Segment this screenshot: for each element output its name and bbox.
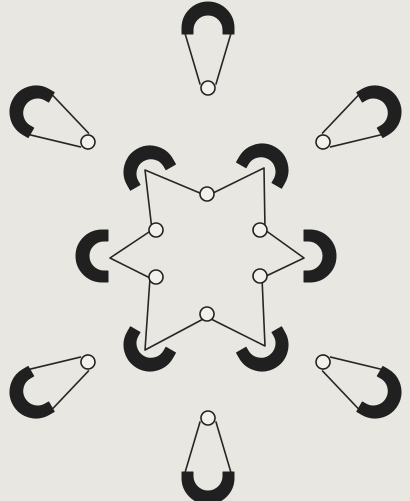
outer-unit-lower-left bbox=[0, 336, 107, 428]
inner-clamp-top-left bbox=[114, 136, 175, 190]
outer-unit-upper-right bbox=[304, 76, 410, 168]
outer-unit-upper-left bbox=[0, 76, 107, 168]
inner-clamp-bottom-left bbox=[114, 327, 175, 381]
outer-unit-top bbox=[182, 2, 234, 95]
inner-clamp-top-right bbox=[236, 134, 297, 188]
inner-pulley-top bbox=[200, 187, 214, 201]
inner-pulley-upper-left bbox=[149, 223, 163, 237]
outer-unit-lower-right bbox=[304, 336, 410, 428]
outer-unit-bottom bbox=[182, 411, 234, 501]
inner-clamp-right bbox=[304, 230, 336, 282]
inner-pulley-lower-right bbox=[253, 269, 267, 283]
inner-pulley-lower-left bbox=[149, 270, 163, 284]
inner-clamp-left bbox=[76, 230, 108, 282]
inner-star-assembly bbox=[76, 134, 336, 380]
inner-pulley-bottom bbox=[200, 307, 214, 321]
inner-pulley-upper-right bbox=[253, 223, 267, 237]
inner-clamp-bottom-right bbox=[236, 327, 297, 381]
